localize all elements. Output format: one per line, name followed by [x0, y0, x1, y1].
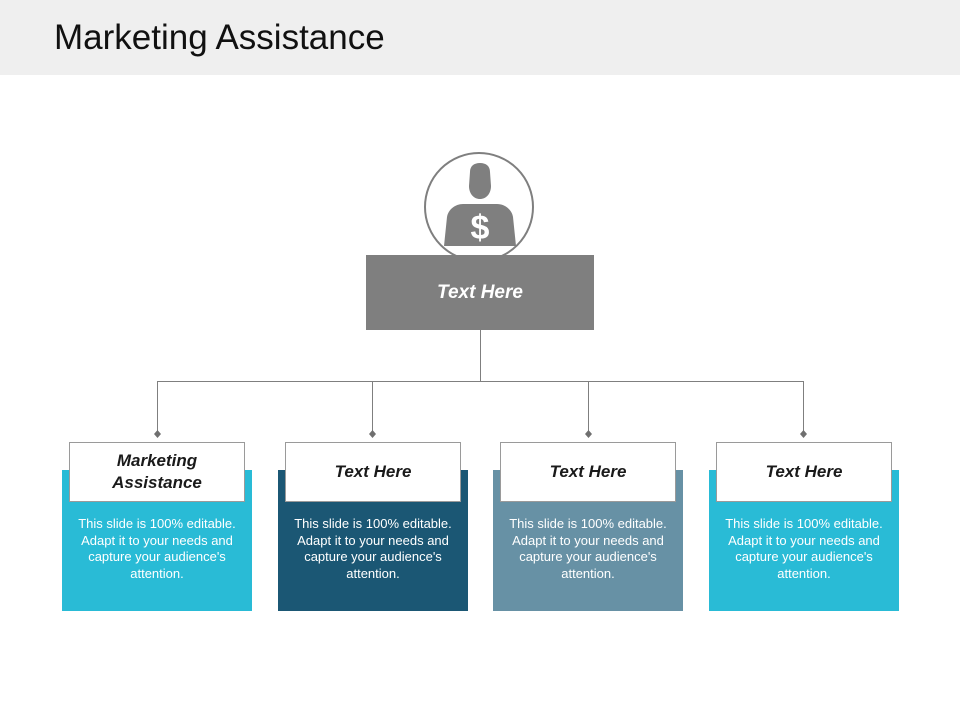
card-4-header-label: Text Here: [765, 462, 843, 481]
person-dollar-icon: $: [444, 163, 516, 247]
top-node-label: Text Here: [437, 281, 523, 303]
card-2-header-label: Text Here: [334, 462, 412, 481]
top-node: Text Here: [366, 255, 594, 330]
card-4-body: This slide is 100% editable. Adapt it to…: [725, 516, 883, 581]
title-bar: Marketing Assistance: [0, 0, 960, 75]
card-4-header: Text Here: [716, 442, 892, 502]
avatar-circle: $: [424, 152, 534, 262]
slide-title: Marketing Assistance: [54, 18, 385, 57]
card-2-header: Text Here: [285, 442, 461, 502]
card-1-body: This slide is 100% editable. Adapt it to…: [78, 516, 236, 581]
card-3-header: Text Here: [500, 442, 676, 502]
card-1-header: Marketing Assistance: [69, 442, 245, 502]
card-1-header-label: Marketing Assistance: [112, 451, 202, 492]
connector-diamond-1: [154, 430, 161, 438]
connector-diamond-2: [369, 430, 376, 438]
card-3-header-label: Text Here: [549, 462, 627, 481]
connector-diamond-4: [800, 430, 807, 438]
card-2-body: This slide is 100% editable. Adapt it to…: [294, 516, 452, 581]
dollar-sign: $: [471, 209, 490, 247]
card-3-body: This slide is 100% editable. Adapt it to…: [509, 516, 667, 581]
connector-diamond-3: [585, 430, 592, 438]
